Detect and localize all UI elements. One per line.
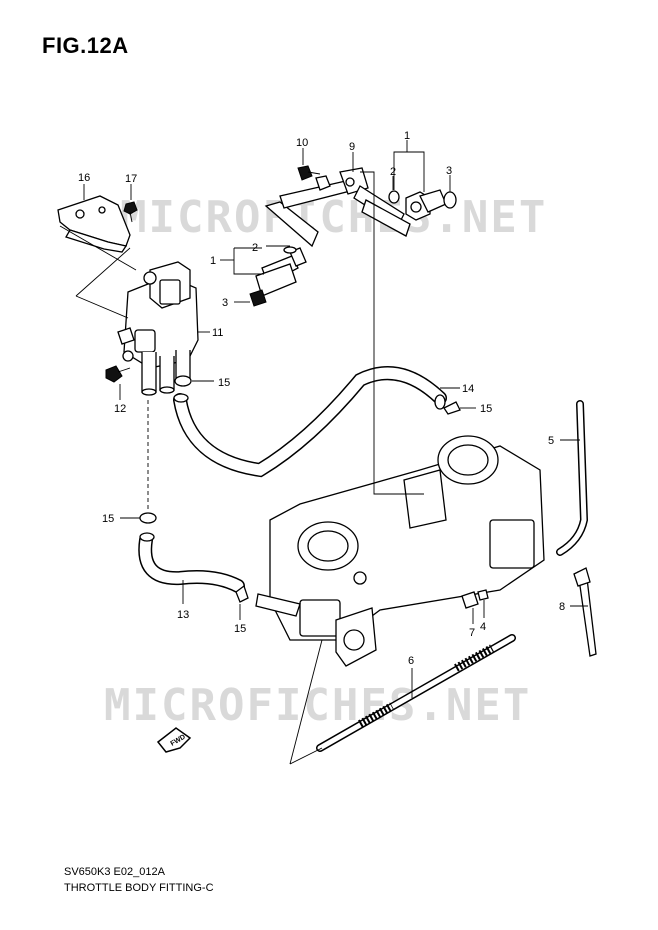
callout-14: 14 <box>462 383 474 395</box>
part-3-cap-top <box>443 191 457 209</box>
callout-15-d: 15 <box>234 623 246 635</box>
callout-12: 12 <box>114 403 126 415</box>
part-9-delivery-pipe <box>264 167 411 248</box>
part-14-hose <box>173 366 447 478</box>
part-10-screw <box>297 165 321 181</box>
figure-title: FIG.12A <box>42 33 129 58</box>
callout-11: 11 <box>212 327 223 339</box>
callout-8: 8 <box>559 601 565 613</box>
throttle-body <box>255 435 545 667</box>
part-17-bolt <box>123 201 138 223</box>
callout-1-left: 1 <box>210 255 216 267</box>
model-code: SV650K3 E02_012A <box>64 866 165 878</box>
callout-2-left: 2 <box>252 242 258 254</box>
part-15-clamp-d <box>235 584 249 603</box>
callout-5: 5 <box>548 435 554 447</box>
part-5-hose <box>556 400 589 556</box>
callout-3-top: 3 <box>446 165 452 177</box>
part-13-hose <box>138 532 245 593</box>
part-12-bolt <box>105 365 131 383</box>
callout-15-b: 15 <box>480 403 492 415</box>
callout-1-top: 1 <box>404 130 410 142</box>
callouts: 1 2 3 9 10 16 17 2 1 3 11 15 12 14 15 5 … <box>78 130 565 667</box>
callout-6: 6 <box>408 655 414 667</box>
part-15-clamp-a <box>174 375 192 387</box>
callout-13: 13 <box>177 609 189 621</box>
part-15-clamp-b <box>443 401 461 415</box>
part-4-fitting <box>477 589 489 601</box>
callout-3-left: 3 <box>222 297 228 309</box>
callout-4: 4 <box>480 621 486 633</box>
callout-15-a: 15 <box>218 377 230 389</box>
watermark-top: MICROFICHES.NET <box>120 192 547 243</box>
watermark-bottom: MICROFICHES.NET <box>104 680 531 731</box>
callout-2-top: 2 <box>390 166 396 178</box>
callout-10: 10 <box>296 137 308 149</box>
callout-9: 9 <box>349 141 355 153</box>
part-6-cable <box>316 634 516 752</box>
part-7-cap <box>461 591 479 609</box>
part-8-band <box>573 567 597 657</box>
callout-15-c: 15 <box>102 513 114 525</box>
part-1-injector-left <box>249 247 307 307</box>
part-11-valve-assembly <box>117 261 199 396</box>
part-2-oring-top <box>388 190 400 204</box>
fwd-arrow-icon: FWD <box>156 727 192 753</box>
callout-16: 16 <box>78 172 90 184</box>
part-2-oring-left <box>283 246 297 254</box>
callout-7: 7 <box>469 627 475 639</box>
leader-lines <box>59 140 588 765</box>
part-15-clamp-c <box>139 512 157 524</box>
section-title: THROTTLE BODY FITTING-C <box>64 882 214 894</box>
part-16-bracket <box>57 195 131 253</box>
callout-17: 17 <box>125 173 137 185</box>
